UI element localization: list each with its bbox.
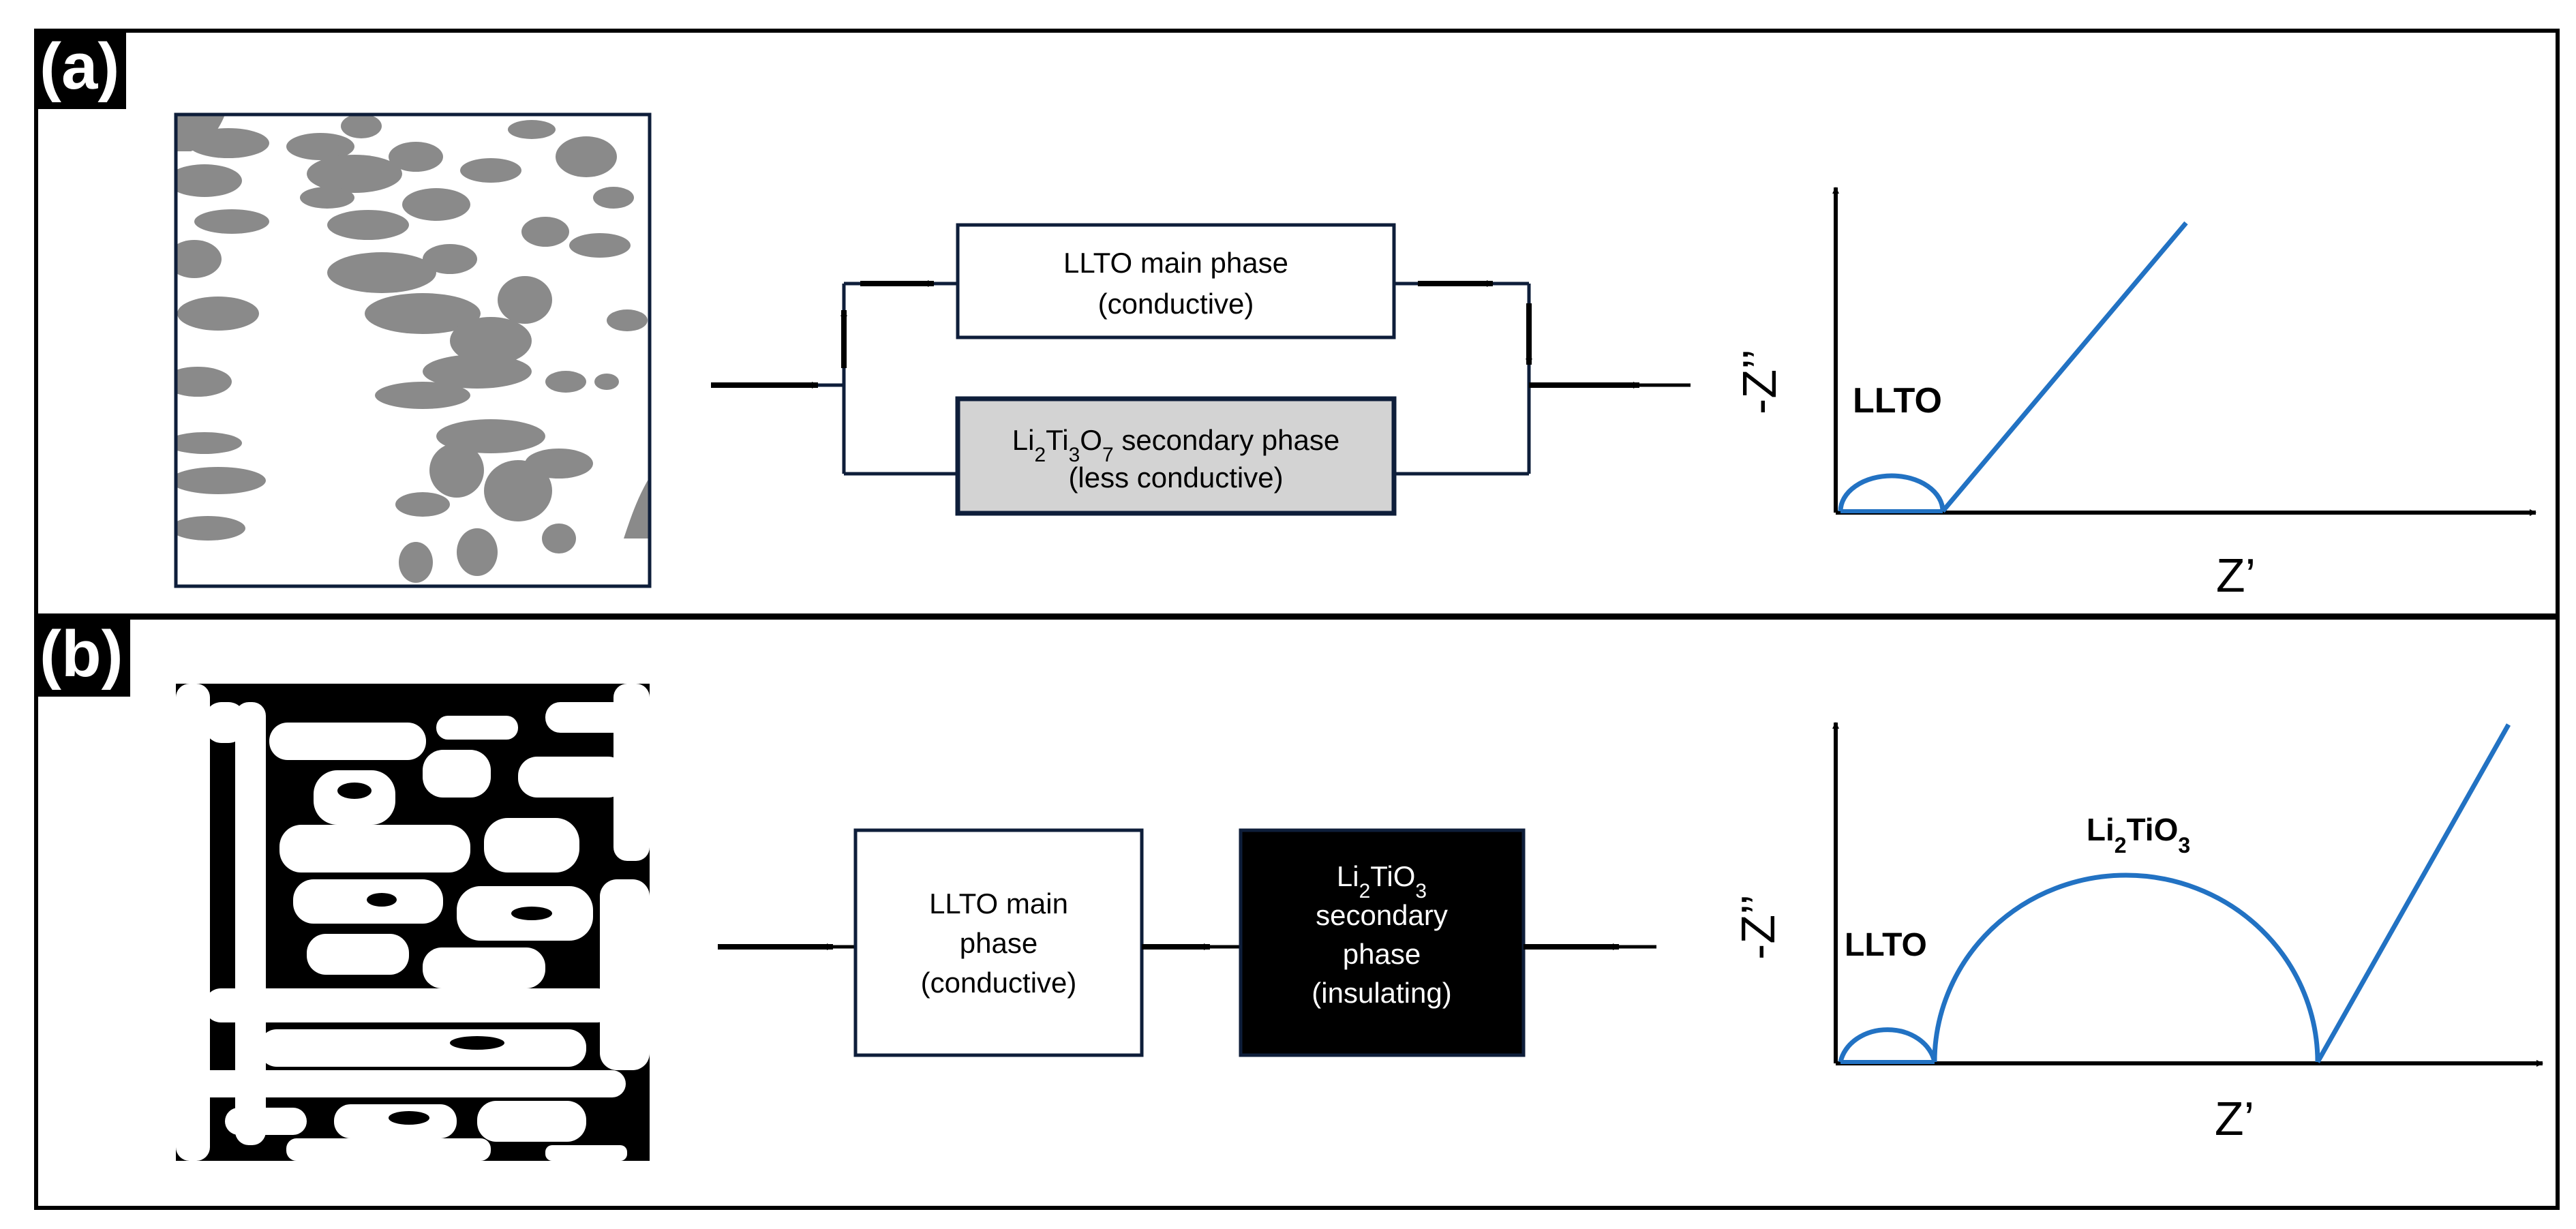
llto-arc-a	[1838, 473, 1945, 512]
li2tio3-arc-b	[1932, 873, 2320, 1063]
secondary-phase-a-line2: (less conductive)	[1068, 461, 1283, 494]
insulating-phase-b-line2: secondary	[1316, 899, 1448, 931]
secondary-phase-a-line1: Li2Ti3O7 secondary phase	[1012, 424, 1339, 466]
insulating-phase-b-line4: (insulating)	[1312, 977, 1451, 1009]
insulating-phase-box-b	[1239, 828, 1526, 1057]
llto-main-phase-b-line2: phase	[960, 927, 1037, 959]
llto-label-b: LLTO	[1845, 927, 1927, 963]
llto-main-phase-a-line1: LLTO main phase	[1063, 247, 1288, 279]
insulating-phase-b-line3: phase	[1343, 938, 1421, 970]
llto-arc-b	[1838, 1027, 1937, 1063]
llto-label-a: LLTO	[1853, 381, 1942, 421]
nyquist-plot-a: LLTO -Z’’ Z’	[1733, 187, 2536, 602]
y-axis-label-b: -Z’’	[1731, 894, 1785, 960]
diffusion-line-a	[1941, 221, 2188, 513]
llto-main-phase-box-b	[853, 828, 1144, 1057]
llto-main-phase-a-line2: (conductive)	[1098, 288, 1254, 320]
diffusion-line-b	[2315, 723, 2511, 1063]
insulating-phase-b-line1: Li2TiO3	[1337, 860, 1427, 902]
nyquist-plot-b: LLTO Li2TiO3 -Z’’ Z’	[1731, 722, 2543, 1145]
y-axis-label-a: -Z’’	[1733, 349, 1786, 414]
microstructure-a-frame	[174, 112, 652, 588]
microstructure-a	[176, 115, 650, 586]
llto-main-phase-box-a	[956, 223, 1396, 339]
li2tio3-label-b: Li2TiO3	[2087, 812, 2190, 858]
llto-main-phase-b-line1: LLTO main	[929, 887, 1068, 920]
x-axis-label-b: Z’	[2215, 1092, 2254, 1145]
llto-main-phase-b-line3: (conductive)	[921, 967, 1077, 999]
microstructure-b	[176, 684, 650, 1161]
panel-label-a: (a)	[35, 30, 127, 109]
panel-label-b: (b)	[35, 618, 130, 697]
x-axis-label-a: Z’	[2216, 549, 2256, 602]
secondary-phase-box-a	[955, 396, 1397, 516]
